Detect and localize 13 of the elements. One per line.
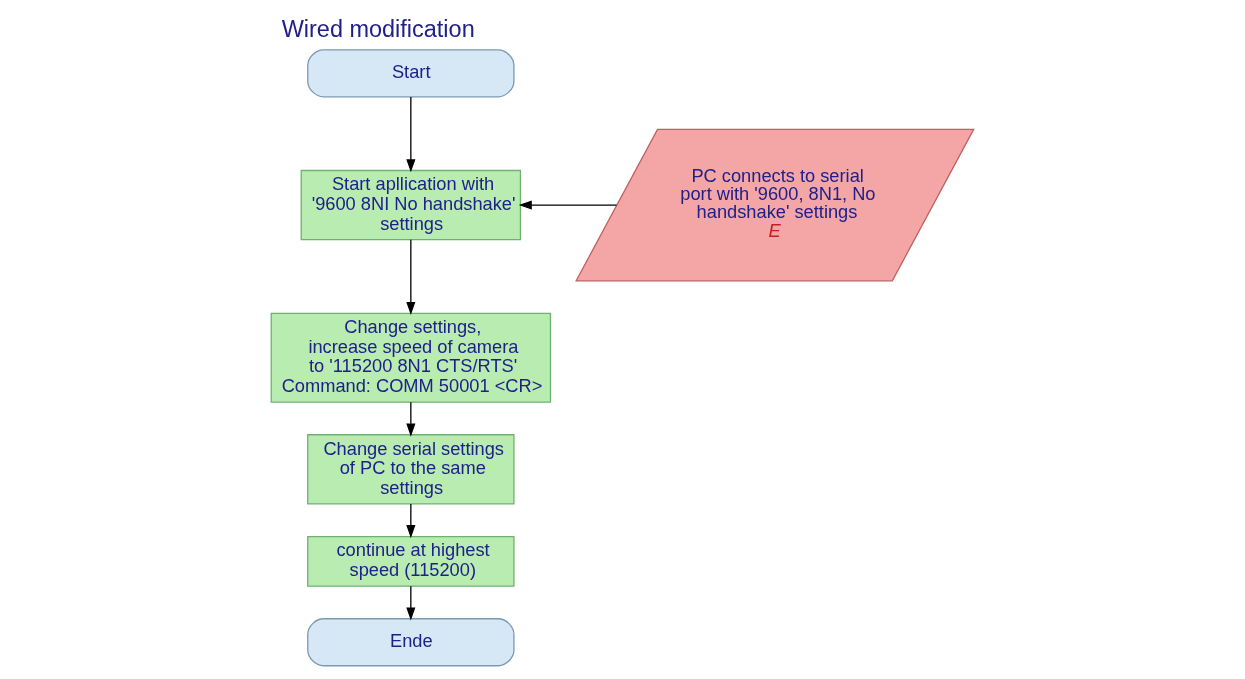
node-box: Start xyxy=(307,49,515,98)
arrow xyxy=(518,200,618,210)
node-box: Change serial settings of PC to the same settings xyxy=(307,434,515,505)
arrow xyxy=(406,503,416,539)
node-box: continue at highest speed (115200) xyxy=(307,535,515,587)
arrow xyxy=(406,401,416,437)
node-box: Start apllication with '9600 8NI No handshake' settings xyxy=(300,169,522,241)
diagram-title: Wired modification xyxy=(281,16,475,43)
arrow xyxy=(406,239,416,315)
node-box: Ende xyxy=(307,618,515,667)
arrow xyxy=(406,96,416,173)
arrow xyxy=(406,585,416,621)
node-box: Change settings, increase speed of camera to '115200 8N1 CTS/RTS' Command: COMM 50001 <CR> xyxy=(270,312,552,403)
